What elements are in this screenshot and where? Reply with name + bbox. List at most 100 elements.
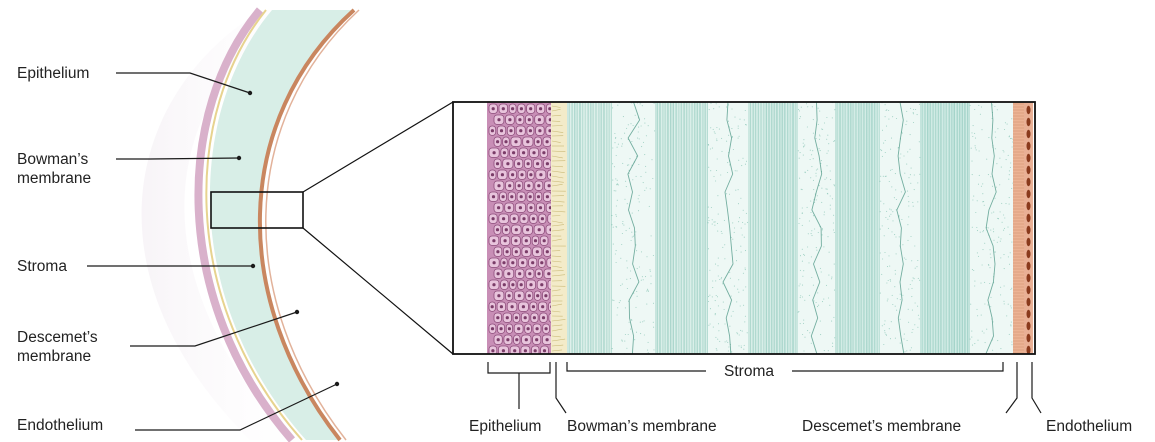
- stroma-speck: [820, 321, 821, 322]
- stroma-speck: [719, 106, 720, 107]
- stroma-speck: [802, 285, 803, 286]
- epithelium-nucleus: [504, 239, 507, 242]
- stroma-speck: [888, 119, 889, 120]
- stroma-speck: [998, 237, 999, 238]
- stroma-speck: [830, 170, 831, 171]
- stroma-speck: [888, 228, 889, 229]
- stroma-speck: [992, 186, 993, 187]
- stroma-speck: [818, 108, 819, 109]
- epithelium-nucleus: [510, 195, 513, 198]
- epithelium-nucleus: [492, 217, 495, 220]
- epithelium-nucleus: [506, 316, 509, 319]
- stroma-speck: [892, 220, 893, 221]
- stroma-speck: [630, 270, 631, 271]
- stroma-speck: [834, 140, 835, 141]
- stroma-speck: [798, 312, 799, 313]
- stroma-speck: [709, 109, 710, 110]
- stroma-speck: [918, 278, 919, 279]
- stroma-speck: [984, 282, 985, 283]
- stroma-speck: [717, 265, 718, 266]
- stroma-speck: [710, 103, 711, 104]
- stroma-speck: [997, 340, 998, 341]
- stroma-speck: [798, 150, 799, 151]
- stroma-speck: [1011, 118, 1012, 119]
- epithelium-nucleus: [539, 206, 542, 209]
- stroma-speck: [911, 347, 912, 348]
- stroma-speck: [896, 118, 897, 119]
- stroma-speck: [712, 224, 713, 225]
- stroma-speck: [1003, 230, 1004, 231]
- stroma-speck: [716, 127, 717, 128]
- stroma-speck: [919, 104, 920, 105]
- stroma-speck: [1011, 288, 1012, 289]
- stroma-speck: [883, 176, 884, 177]
- stroma-speck: [914, 278, 915, 279]
- stroma-speck: [986, 159, 987, 160]
- stroma-speck: [821, 188, 822, 189]
- epithelium-nucleus: [529, 195, 532, 198]
- stroma-speck: [882, 258, 883, 259]
- stroma-speck: [615, 214, 616, 215]
- stroma-speck: [654, 103, 655, 104]
- stroma-speck: [886, 126, 887, 127]
- stroma-speck: [640, 333, 641, 334]
- stroma-speck: [902, 244, 903, 245]
- stroma-speck: [904, 173, 905, 174]
- stroma-speck: [822, 228, 823, 229]
- stroma-speck: [621, 146, 622, 147]
- stroma-speck: [900, 299, 901, 300]
- stroma-speck: [811, 256, 812, 257]
- stroma-speck: [736, 260, 737, 261]
- stroma-speck: [708, 144, 709, 145]
- stroma-speck: [1004, 303, 1005, 304]
- epithelium-nucleus: [543, 239, 546, 242]
- stroma-speck: [981, 315, 982, 316]
- stroma-speck: [643, 182, 644, 183]
- stroma-speck: [739, 119, 740, 120]
- stroma-speck: [800, 297, 801, 298]
- stroma-speck: [743, 273, 744, 274]
- stroma-speck: [627, 165, 628, 166]
- zoom-connector-bottom: [303, 228, 453, 354]
- endothelium-nucleus: [1027, 178, 1031, 186]
- endothelium-nucleus: [1027, 274, 1031, 282]
- epithelium-nucleus: [497, 118, 500, 121]
- stroma-speck: [912, 310, 913, 311]
- stroma-speck: [970, 339, 971, 340]
- stroma-speck: [809, 332, 810, 333]
- endothelium-nucleus: [1027, 286, 1031, 294]
- stroma-speck: [915, 109, 916, 110]
- stroma-speck: [626, 260, 627, 261]
- stroma-speck: [721, 231, 722, 232]
- stroma-speck: [717, 231, 718, 232]
- stroma-speck: [1000, 257, 1001, 258]
- stroma-speck: [891, 209, 892, 210]
- stroma-speck: [635, 231, 636, 232]
- stroma-speck: [828, 350, 829, 351]
- stroma-speck: [745, 164, 746, 165]
- stroma-speck: [822, 229, 823, 230]
- stroma-speck: [885, 140, 886, 141]
- stroma-speck: [884, 252, 885, 253]
- stroma-speck: [819, 135, 820, 136]
- stroma-speck: [900, 343, 901, 344]
- stroma-speck: [728, 135, 729, 136]
- stroma-speck: [829, 252, 830, 253]
- epithelium-nucleus: [546, 338, 549, 341]
- label-bottom-epithelium: Epithelium: [469, 417, 541, 436]
- stroma-speck: [880, 252, 881, 253]
- stroma-speck: [712, 296, 713, 297]
- stroma-speck: [892, 211, 893, 212]
- endothelium-nucleus: [1027, 334, 1031, 342]
- stroma-speck: [724, 220, 725, 221]
- stroma-speck: [802, 276, 803, 277]
- stroma-speck: [743, 210, 744, 211]
- stroma-speck: [743, 305, 744, 306]
- stroma-speck: [913, 277, 914, 278]
- stroma-speck: [892, 169, 893, 170]
- endothelium-nuclei: [1027, 106, 1031, 354]
- stroma-speck: [826, 165, 827, 166]
- stroma-speck: [888, 255, 889, 256]
- epithelium-nucleus: [536, 162, 539, 165]
